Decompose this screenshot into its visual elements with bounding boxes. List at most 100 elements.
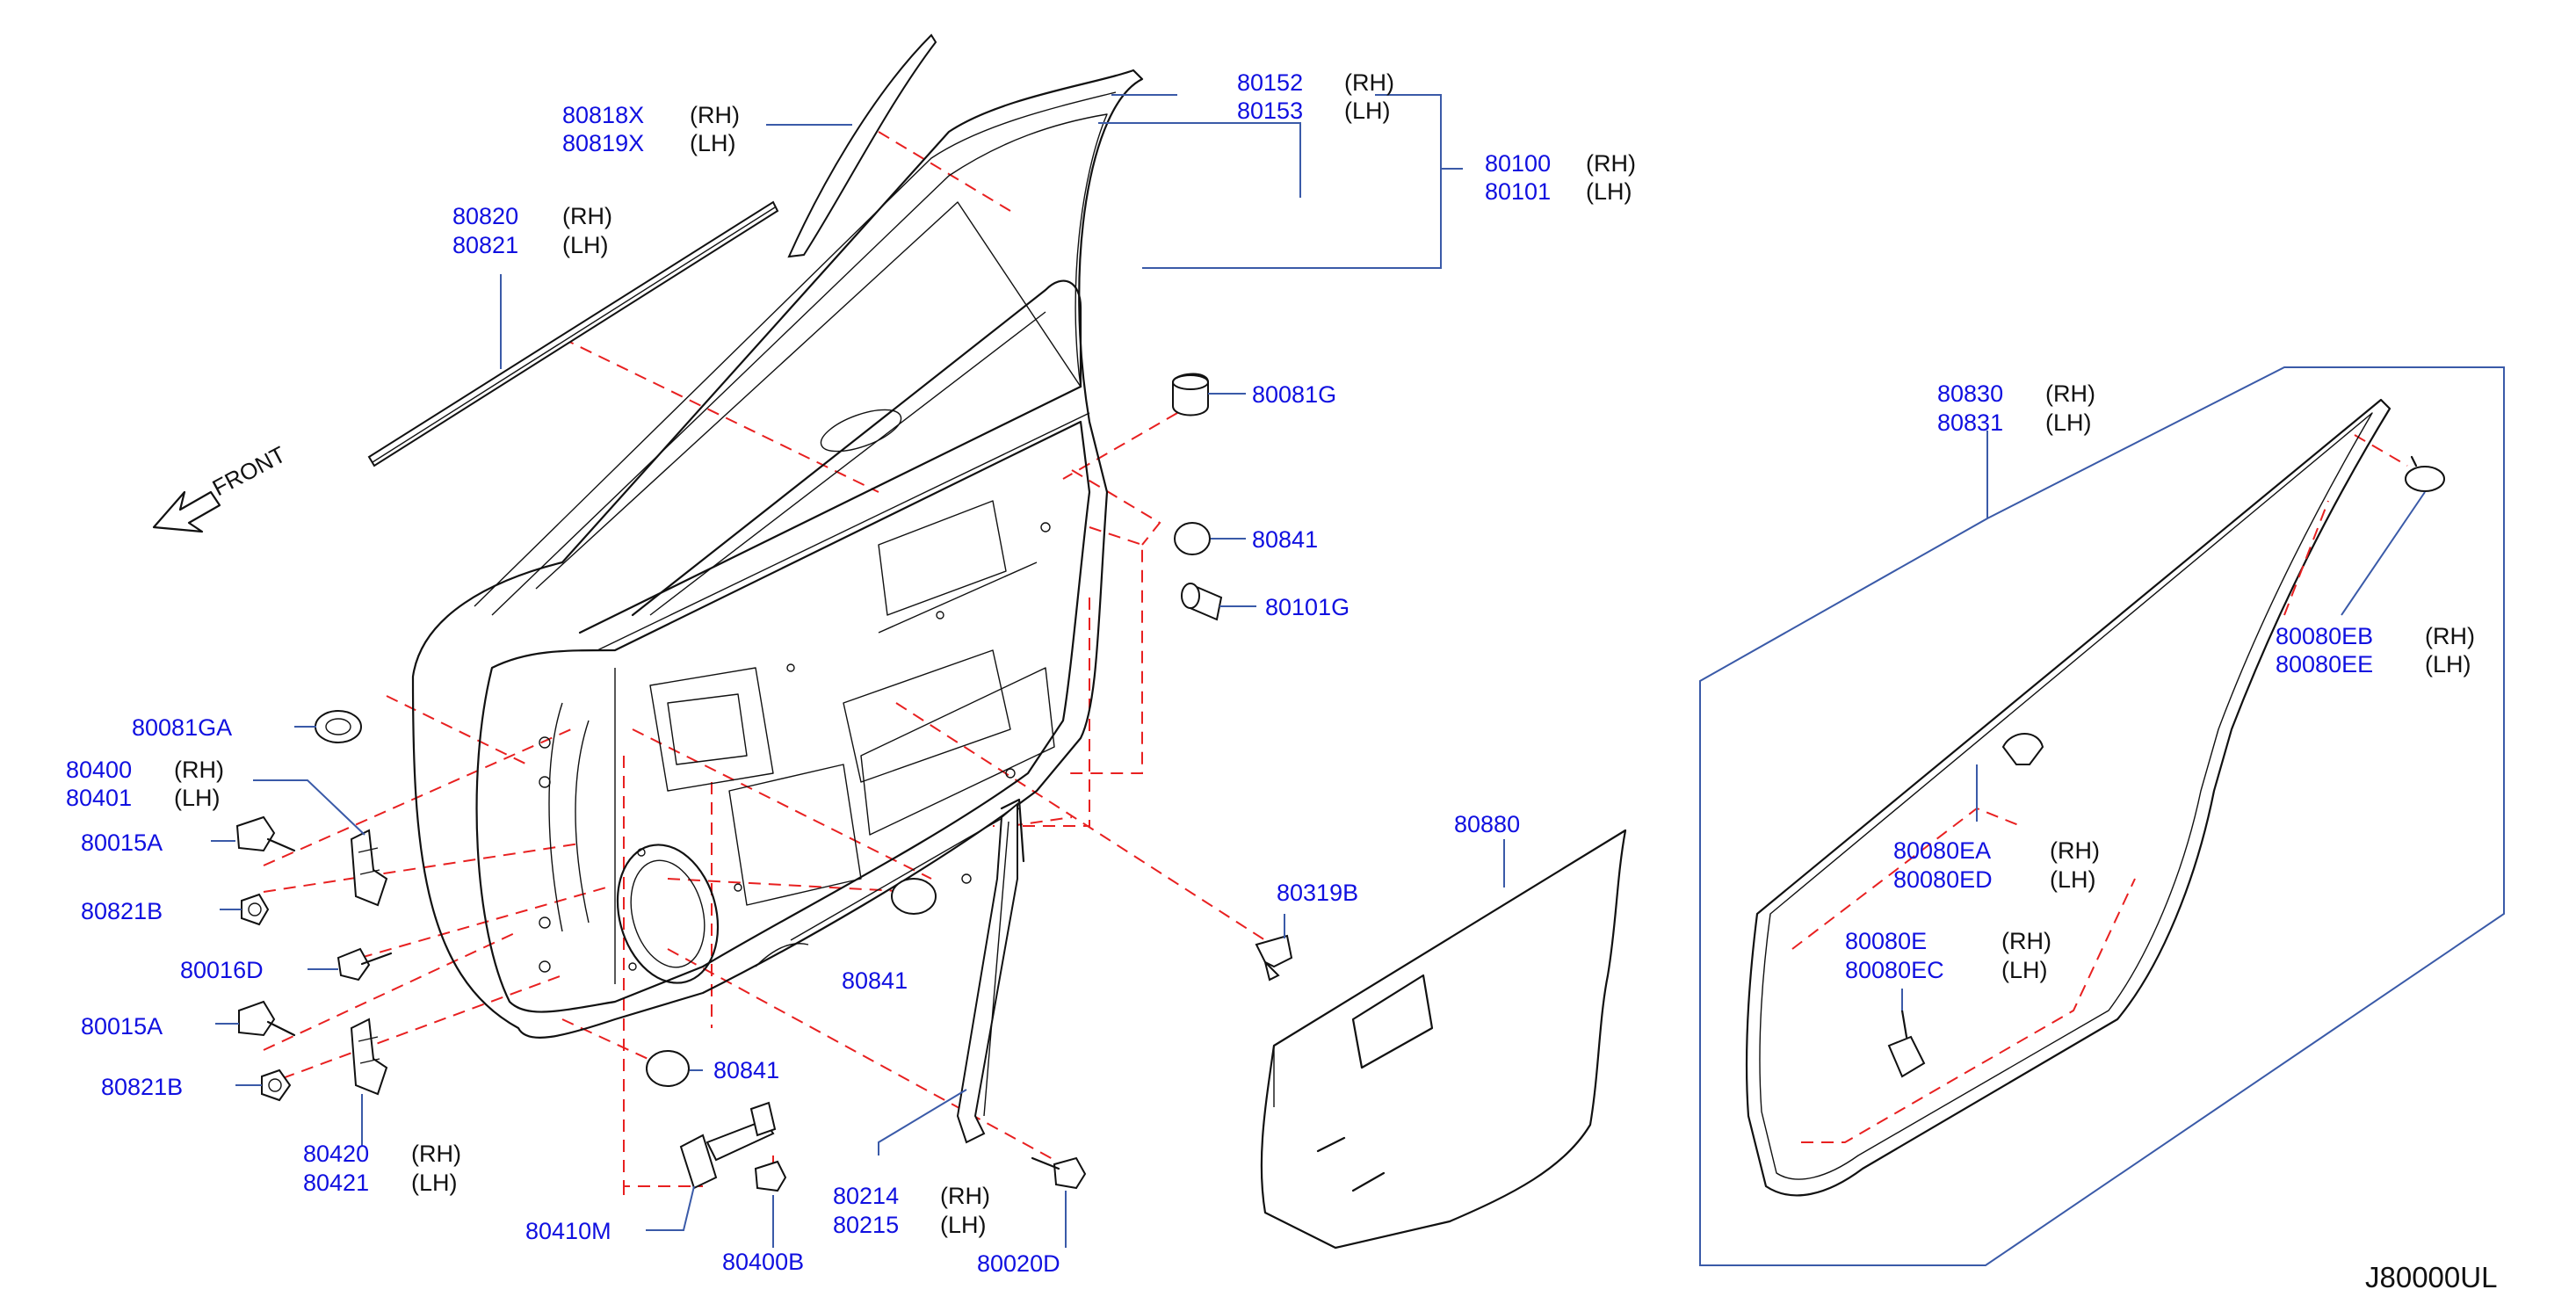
- side-label: (RH): [690, 102, 740, 128]
- part-80016d-bolt: [336, 947, 393, 982]
- beltline-moulding-80820: [367, 200, 779, 467]
- part-number: 80420: [303, 1141, 369, 1167]
- part-number: 80080EA: [1893, 837, 1991, 864]
- callout-80080eb: 80080EB 80080EE (RH) (LH): [2276, 623, 2475, 677]
- part-80841-plug-lower: [646, 1050, 690, 1087]
- side-label: (RH): [411, 1141, 461, 1167]
- part-number: 80401: [66, 785, 132, 811]
- assembly-guide-lines: [263, 131, 2408, 1195]
- callout-80214: 80214 80215 (RH) (LH): [833, 1183, 990, 1238]
- part-number: 80830: [1937, 380, 2003, 407]
- callout-80821b-lower: 80821B: [101, 1074, 183, 1100]
- part-80841-plug-upper: [1174, 522, 1211, 555]
- part-number: 80080E: [1845, 928, 1927, 954]
- part-80214-front-sash: [956, 798, 1025, 1144]
- side-label: (RH): [1586, 150, 1636, 177]
- callout-80080ea: 80080EA 80080ED (RH) (LH): [1893, 837, 2100, 893]
- part-80410m-check-link: [679, 1101, 777, 1190]
- part-80821b-nut-upper: [241, 893, 270, 926]
- part-80080eb-clip: [2405, 455, 2445, 492]
- side-label: (RH): [2001, 928, 2051, 954]
- side-label: (LH): [411, 1170, 458, 1196]
- part-number: 80820: [452, 203, 518, 229]
- part-80101g-bumper: [1181, 583, 1223, 621]
- callout-80400: 80400 80401 (RH) (LH): [66, 757, 224, 811]
- side-label: (LH): [1344, 98, 1391, 124]
- callout-80841-lower: 80841: [713, 1057, 779, 1083]
- part-number: 80215: [833, 1212, 899, 1238]
- part-80080ea-clip: [2001, 733, 2044, 765]
- front-label: FRONT: [208, 441, 290, 502]
- callout-80081g: 80081G: [1252, 381, 1336, 408]
- side-label: (LH): [1586, 178, 1632, 205]
- side-label: (LH): [940, 1212, 987, 1238]
- callout-80016d: 80016D: [180, 957, 264, 983]
- side-label: (LH): [2001, 957, 2048, 983]
- part-number: 80819X: [562, 130, 644, 156]
- callout-80841-middle: 80841: [842, 967, 908, 994]
- part-80841-plug-middle: [891, 878, 937, 915]
- side-label: (LH): [2045, 409, 2092, 436]
- part-80400b-bolt: [754, 1160, 787, 1192]
- side-label: (LH): [690, 130, 736, 156]
- front-direction-indicator: FRONT: [152, 441, 290, 533]
- callout-80880: 80880: [1454, 811, 1520, 837]
- side-label: (LH): [2050, 866, 2096, 893]
- callout-80821b-upper: 80821B: [81, 898, 163, 924]
- front-arrow-icon: [152, 490, 221, 533]
- side-label: (RH): [940, 1183, 990, 1209]
- part-80020d-bolt: [1031, 1156, 1087, 1190]
- part-number: 80101: [1485, 178, 1551, 205]
- callout-80101g: 80101G: [1265, 594, 1350, 620]
- callout-80818x: 80818X 80819X (RH) (LH): [562, 102, 740, 156]
- leader-lines: [211, 94, 2505, 1266]
- callout-80820: 80820 80821 (RH) (LH): [452, 203, 612, 258]
- callout-80081ga: 80081GA: [132, 714, 232, 741]
- part-number: 80421: [303, 1170, 369, 1196]
- part-number: 80821: [452, 232, 518, 258]
- side-label: (RH): [1344, 69, 1394, 96]
- side-label: (RH): [2425, 623, 2475, 649]
- callout-80015a-upper: 80015A: [81, 829, 163, 856]
- part-number: 80080EB: [2276, 623, 2373, 649]
- part-80319b-clip: [1255, 934, 1293, 982]
- callout-80080e: 80080E 80080EC (RH) (LH): [1845, 928, 2051, 983]
- callout-80015a-lower: 80015A: [81, 1013, 163, 1040]
- part-number: 80080EC: [1845, 957, 1944, 983]
- part-80400-upper-hinge: [350, 829, 388, 907]
- part-number: 80818X: [562, 102, 644, 128]
- part-number: 80100: [1485, 150, 1551, 177]
- part-80830-weatherstrip: [1745, 398, 2391, 1197]
- side-label: (LH): [174, 785, 221, 811]
- callout-80841-upper: 80841: [1252, 526, 1318, 553]
- callout-80100: 80100 80101 (RH) (LH): [1485, 150, 1636, 205]
- part-80420-lower-hinge: [350, 1018, 388, 1096]
- part-80015a-bolt-upper: [235, 815, 296, 852]
- part-80880-sealing-screen: [1260, 829, 1627, 1250]
- part-number: 80080ED: [1893, 866, 1993, 893]
- part-number: 80831: [1937, 409, 2003, 436]
- callout-80420: 80420 80421 (RH) (LH): [303, 1141, 461, 1196]
- part-80081g-grommet: [1172, 373, 1209, 417]
- callout-80020d: 80020D: [977, 1250, 1060, 1277]
- side-label: (LH): [562, 232, 609, 258]
- part-80081ga-grommet: [315, 710, 362, 743]
- part-number: 80400: [66, 757, 132, 783]
- side-label: (LH): [2425, 651, 2471, 677]
- part-80080e-clip: [1887, 1009, 1926, 1078]
- callout-80830: 80830 80831 (RH) (LH): [1937, 380, 2095, 436]
- callout-80410m: 80410M: [525, 1218, 611, 1244]
- side-label: (RH): [2050, 837, 2100, 864]
- callout-80319b: 80319B: [1277, 880, 1358, 906]
- callout-80152: 80152 80153 (RH) (LH): [1237, 69, 1394, 124]
- side-label: (RH): [2045, 380, 2095, 407]
- part-80015a-bolt-lower: [238, 1000, 296, 1037]
- part-number: 80152: [1237, 69, 1303, 96]
- part-number: 80214: [833, 1183, 899, 1209]
- door-shell-assembly: [411, 69, 1144, 1039]
- side-label: (RH): [562, 203, 612, 229]
- diagram-reference-code: J80000UL: [2365, 1261, 2497, 1293]
- part-number: 80153: [1237, 98, 1303, 124]
- sash-moulding-80818x: [787, 33, 937, 258]
